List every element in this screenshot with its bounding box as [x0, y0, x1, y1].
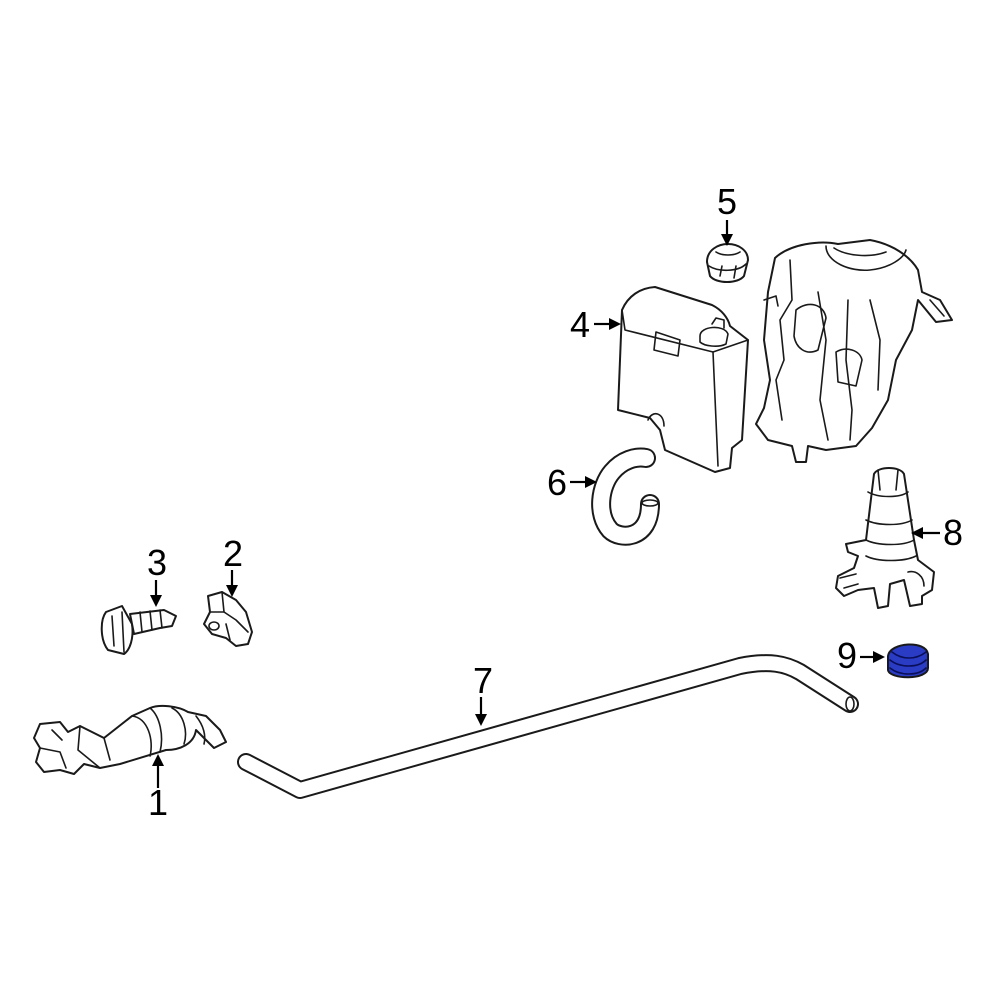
- callout-3-arrowhead: [150, 595, 162, 607]
- part-6-hose[interactable]: [591, 447, 660, 546]
- callout-6-label[interactable]: 6: [547, 462, 567, 503]
- part-8-pump[interactable]: [835, 467, 935, 609]
- part-1-nozzle[interactable]: [33, 704, 227, 775]
- callout-7-arrowhead: [475, 714, 487, 726]
- part-7-hose[interactable]: [237, 654, 859, 799]
- callout-9-arrowhead: [873, 651, 885, 663]
- callout-8-label[interactable]: 8: [943, 512, 963, 553]
- callout-1-arrowhead: [152, 754, 164, 766]
- callout-4-label[interactable]: 4: [570, 304, 590, 345]
- callout-7-label[interactable]: 7: [473, 660, 493, 701]
- callout-4-arrowhead: [609, 318, 621, 330]
- callout-6-arrowhead: [585, 476, 597, 488]
- callout-labels: 1 2 3 4 5 6 7 8 9: [147, 181, 963, 823]
- callout-8-arrowhead: [911, 527, 923, 539]
- reservoir-rear-body: [755, 239, 953, 463]
- callout-2-label[interactable]: 2: [223, 533, 243, 574]
- callout-3-label[interactable]: 3: [147, 542, 167, 583]
- part-4-reservoir[interactable]: [617, 286, 749, 473]
- part-5-cap[interactable]: [706, 243, 749, 283]
- callout-5-arrowhead: [721, 234, 733, 246]
- callout-9-label[interactable]: 9: [837, 635, 857, 676]
- part-3-bolt[interactable]: [100, 605, 177, 655]
- part-2-clip[interactable]: [203, 591, 253, 647]
- callout-5-label[interactable]: 5: [717, 181, 737, 222]
- callout-2-arrowhead: [226, 585, 238, 597]
- callout-arrows: [150, 220, 940, 788]
- callout-1-label[interactable]: 1: [148, 782, 168, 823]
- part-9-grommet[interactable]: [887, 643, 929, 679]
